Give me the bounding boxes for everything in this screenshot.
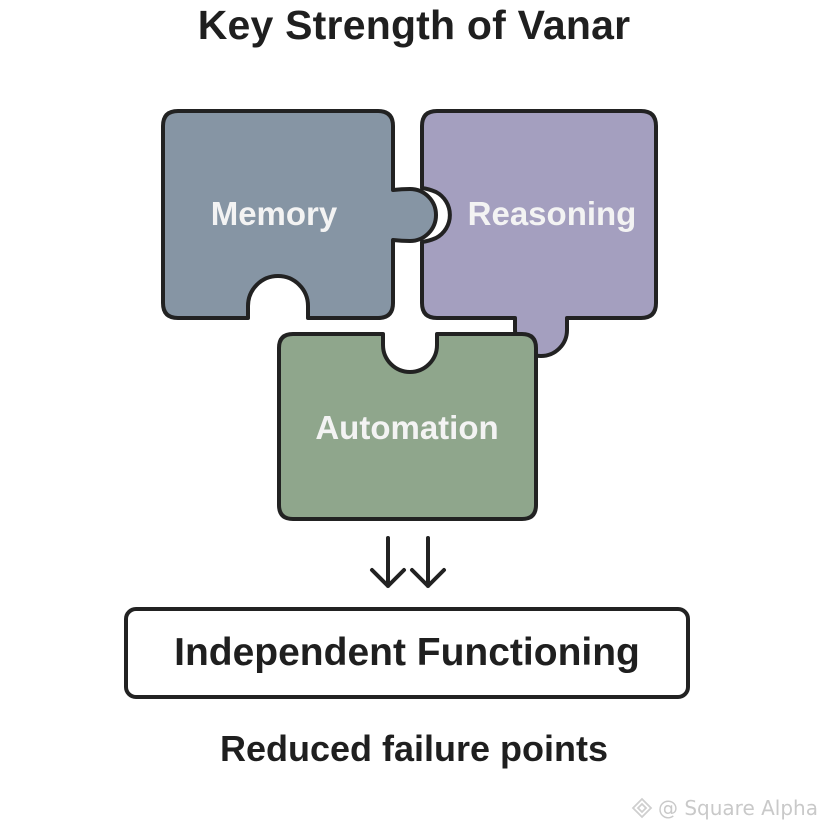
automation-label: Automation [315, 409, 498, 446]
binance-logo-icon [631, 797, 653, 819]
diagram-title: Key Strength of Vanar [197, 2, 631, 48]
down-arrow-icon [370, 536, 406, 588]
memory-label: Memory [211, 195, 338, 232]
memory-piece [161, 109, 438, 320]
puzzle-diagram: Memory Reasoning Automation [161, 109, 658, 521]
result-label: Independent Functioning [174, 631, 640, 674]
reasoning-piece [420, 109, 658, 358]
watermark: @ Square Alpha [631, 796, 818, 820]
automation-piece [277, 332, 538, 521]
benefit-text: Reduced failure points [219, 728, 609, 769]
result-box: Independent Functioning [124, 607, 690, 699]
down-arrow-icon [410, 536, 446, 588]
watermark-text: @ Square Alpha [658, 796, 818, 820]
reasoning-label: Reasoning [468, 195, 637, 232]
double-down-arrow-icon [370, 536, 446, 588]
